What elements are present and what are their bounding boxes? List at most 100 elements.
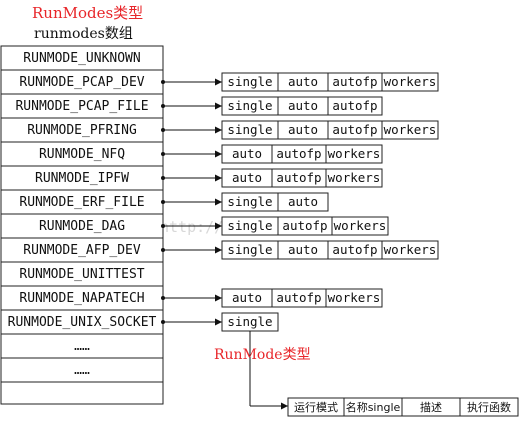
- types-row: auto autofp workers: [221, 168, 383, 188]
- struct-field-label: 执行函数: [467, 400, 511, 414]
- type-cell: [277, 192, 329, 212]
- types-row: single: [221, 312, 279, 332]
- runmode-row: RUNMODE_UNKNOWN: [0, 45, 164, 71]
- connector-dot: [161, 200, 165, 204]
- runmode-row: RUNMODE_AFP_DEV: [0, 237, 164, 263]
- runmode-row: RUNMODE_PCAP_FILE: [0, 93, 164, 119]
- type-cell: [381, 120, 439, 140]
- types-row: auto autofp workers: [221, 288, 383, 308]
- types-row: single auto autofp workers: [221, 240, 439, 260]
- connector-dot: [161, 296, 165, 300]
- type-name: single: [227, 218, 272, 233]
- type-name: auto: [288, 122, 318, 137]
- type-name: workers: [328, 146, 381, 161]
- type-name: workers: [384, 74, 437, 89]
- array-label: runmodes数组: [34, 26, 133, 42]
- type-name: workers: [328, 290, 381, 305]
- type-name: autofp: [332, 122, 377, 137]
- type-name: single: [227, 98, 272, 113]
- type-name: single: [227, 314, 272, 329]
- type-cell: [327, 96, 383, 116]
- runmode-name: RUNMODE_PCAP_DEV: [19, 75, 144, 90]
- type-name: auto: [288, 194, 318, 209]
- type-name: workers: [328, 170, 381, 185]
- runmode-cell: [0, 165, 164, 191]
- type-name: autofp: [332, 242, 377, 257]
- runmode-name: RUNMODE_NFQ: [39, 147, 125, 162]
- runmode-cell: [0, 381, 164, 405]
- connector-dot: [161, 176, 165, 180]
- runmode-row: RUNMODE_PCAP_DEV: [0, 69, 164, 95]
- struct-field: [459, 397, 519, 417]
- type-cell: [325, 168, 383, 188]
- runmode-cell: [0, 357, 164, 383]
- runmode-row: RUNMODE_NAPATECH: [0, 285, 164, 311]
- type-cell: [381, 72, 439, 92]
- runmode-cell: [0, 189, 164, 215]
- type-name: autofp: [332, 98, 377, 113]
- runmode-row: RUNMODE_DAG: [0, 213, 164, 239]
- runmode-name: RUNMODE_UNIX_SOCKET: [8, 315, 157, 330]
- type-name: autofp: [276, 290, 321, 305]
- type-name: workers: [384, 122, 437, 137]
- runmode-row: RUNMODE_PFRING: [0, 117, 164, 143]
- type-name: single: [227, 194, 272, 209]
- runmode-row: ……: [0, 333, 164, 359]
- runmode-name: RUNMODE_DAG: [39, 219, 125, 234]
- type-cell: [381, 240, 439, 260]
- type-name: autofp: [276, 170, 321, 185]
- runmode-name: RUNMODE_IPFW: [35, 171, 129, 186]
- runmode-name: ……: [74, 363, 90, 378]
- type-name: single: [227, 122, 272, 137]
- runmode-row: RUNMODE_UNIX_SOCKET: [0, 309, 164, 335]
- connector-dot: [161, 128, 165, 132]
- connector-dot: [161, 104, 165, 108]
- runmode-row: RUNMODE_ERF_FILE: [0, 189, 164, 215]
- types-row: single auto: [221, 192, 329, 212]
- connector-dot: [161, 248, 165, 252]
- runmode-name: ……: [74, 339, 90, 354]
- runmode-name: RUNMODE_PCAP_FILE: [15, 99, 148, 114]
- struct-field-label: 描述: [420, 400, 442, 414]
- runmode-name: RUNMODE_NAPATECH: [19, 291, 144, 306]
- type-name: single: [227, 74, 272, 89]
- connector-dot: [161, 80, 165, 84]
- type-name: auto: [288, 242, 318, 257]
- runmode-row: ……: [0, 357, 164, 383]
- struct-field-label: 运行模式: [294, 401, 338, 414]
- type-cell: [325, 288, 383, 308]
- runmode-row: RUNMODE_UNITTEST: [0, 261, 164, 287]
- runmode-name: RUNMODE_AFP_DEV: [23, 243, 141, 258]
- runmode-name: RUNMODE_PFRING: [27, 123, 137, 138]
- type-name: auto: [288, 74, 318, 89]
- type-name: auto: [232, 290, 262, 305]
- runmode-name: RUNMODE_UNITTEST: [19, 267, 144, 282]
- runmode-cell: [0, 285, 164, 311]
- type-cell: [331, 216, 389, 236]
- type-name: autofp: [332, 74, 377, 89]
- type-name: autofp: [282, 218, 327, 233]
- runmode-name: RUNMODE_ERF_FILE: [19, 195, 144, 210]
- types-row: single auto autofp workers: [221, 72, 439, 92]
- type-name: workers: [384, 242, 437, 257]
- runmode-row: RUNMODE_NFQ: [0, 141, 164, 167]
- runmode-cell: [0, 213, 164, 239]
- connector-dot: [161, 224, 165, 228]
- type-name: auto: [232, 170, 262, 185]
- runmodes-array: RUNMODE_UNKNOWN RUNMODE_PCAP_DEV RUNMODE_P…: [0, 45, 164, 405]
- runmode-row: [0, 381, 164, 405]
- types-row: single auto autofp workers: [221, 120, 439, 140]
- diagram-title: RunModes类型: [32, 4, 143, 22]
- type-name: single: [227, 242, 272, 257]
- runmode-row: RUNMODE_IPFW: [0, 165, 164, 191]
- runmode-cell: [0, 237, 164, 263]
- type-cell: [325, 144, 383, 164]
- runmode-type-label: RunMode类型: [214, 347, 311, 363]
- type-name: auto: [232, 146, 262, 161]
